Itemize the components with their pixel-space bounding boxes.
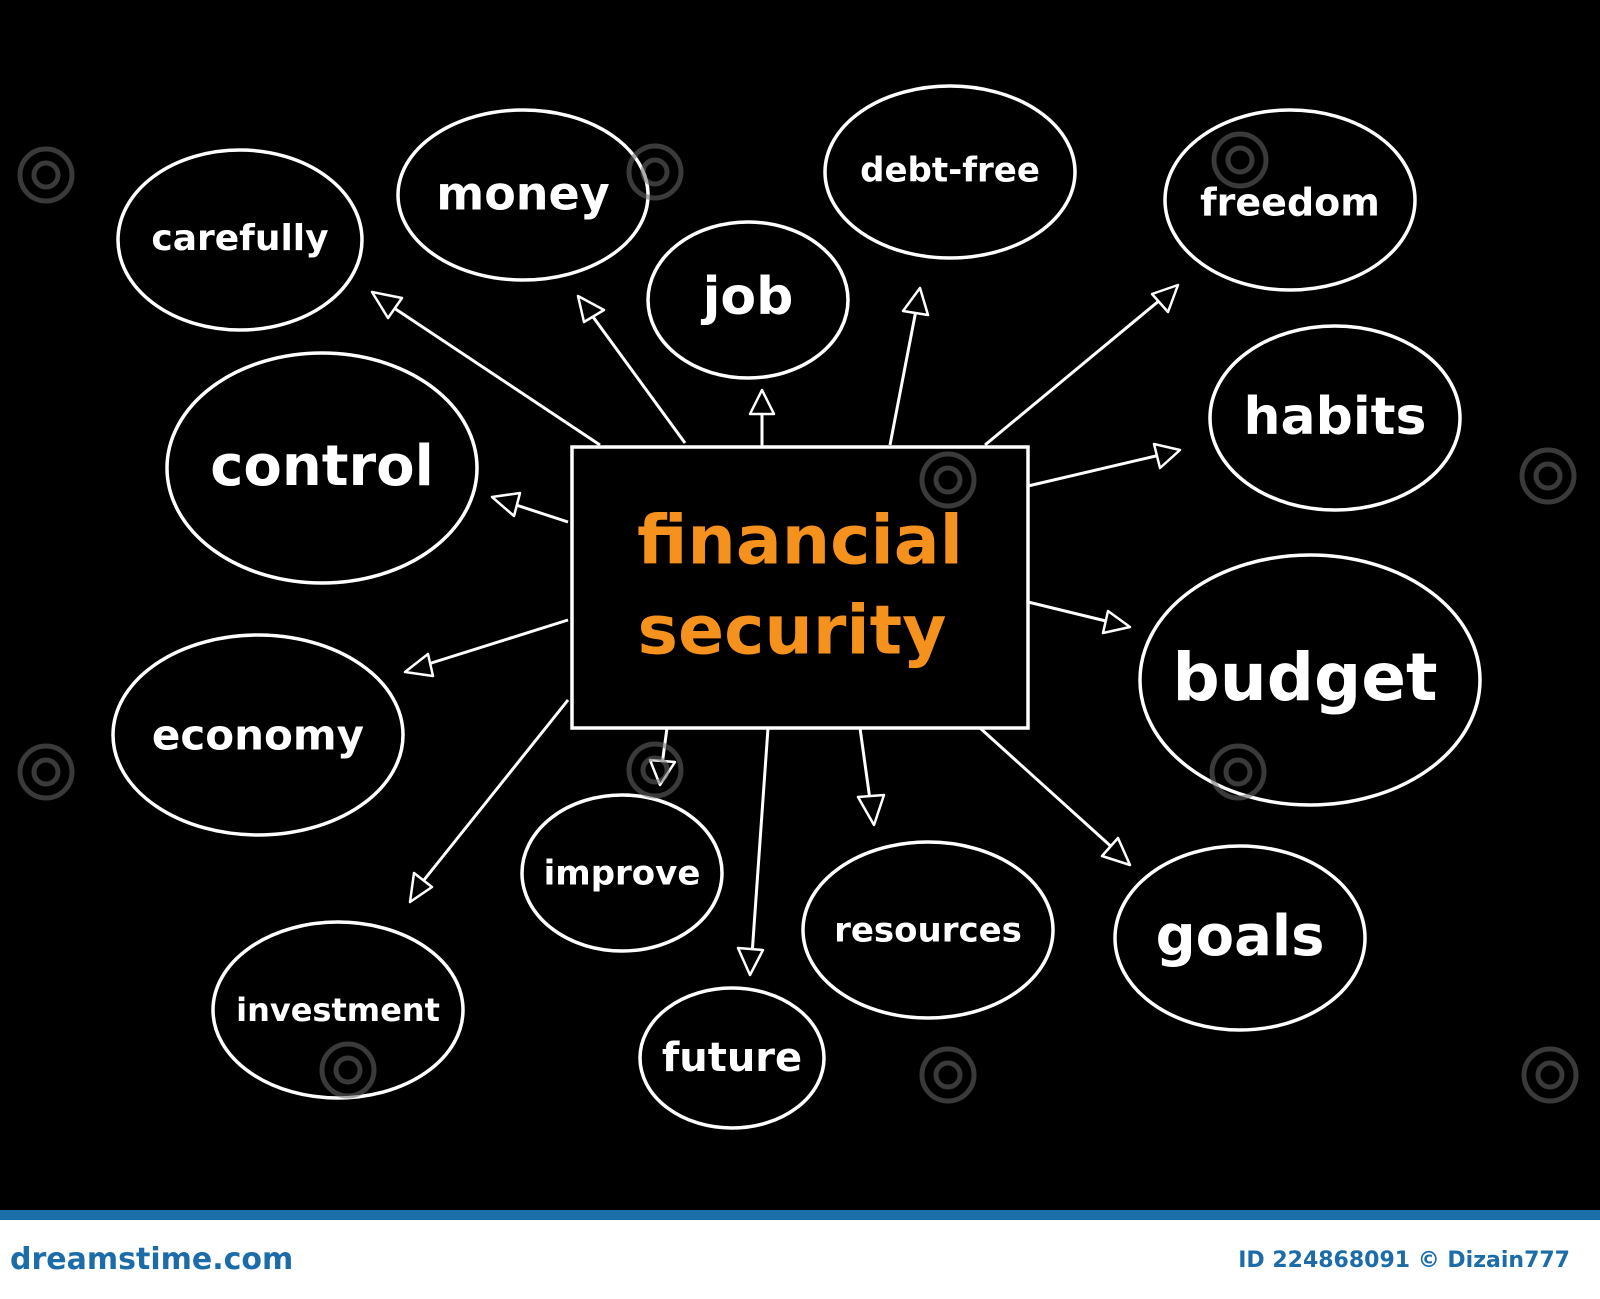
node-job-label: job <box>701 267 794 327</box>
connector-control <box>490 491 569 524</box>
node-habits-ellipse <box>1208 324 1462 512</box>
node-freedom-label: freedom <box>1200 181 1380 225</box>
mind-map-diagram: financial security carefully money job d… <box>17 84 1579 1130</box>
center-title-line2: security <box>638 592 947 671</box>
connector-resources <box>856 727 886 827</box>
node-future-ellipse <box>638 986 826 1130</box>
node-budget: budget <box>1138 553 1482 807</box>
center-title-line1: financial <box>637 502 963 581</box>
connector-future <box>736 727 770 977</box>
watermark-swirl-icon <box>17 131 1579 1104</box>
node-economy-ellipse <box>111 633 405 837</box>
connector-debt-free <box>888 286 930 446</box>
center-box <box>570 445 1030 730</box>
node-improve-ellipse <box>520 793 724 953</box>
node-job-ellipse <box>646 220 850 380</box>
node-goals-ellipse <box>1113 844 1367 1032</box>
connector-job <box>748 388 776 447</box>
connector-economy <box>403 618 569 678</box>
node-job: job <box>646 220 850 380</box>
node-future-label: future <box>662 1035 802 1081</box>
center-node: financial security <box>570 445 1030 730</box>
node-investment: investment <box>211 920 465 1100</box>
node-habits-label: habits <box>1244 387 1427 447</box>
node-resources: resources <box>801 840 1055 1020</box>
node-future: future <box>638 986 826 1130</box>
connector-money <box>576 294 687 444</box>
node-carefully-ellipse <box>116 148 364 332</box>
node-carefully-label: carefully <box>151 218 328 259</box>
node-debt-free-label: debt-free <box>860 151 1040 191</box>
node-investment-ellipse <box>211 920 465 1100</box>
node-control: control <box>165 351 479 585</box>
node-investment-label: investment <box>236 991 440 1029</box>
node-goals: goals <box>1113 844 1367 1032</box>
node-budget-label: budget <box>1172 639 1437 716</box>
connector-investment <box>408 699 570 904</box>
node-improve: improve <box>520 793 724 953</box>
node-money: money <box>396 108 650 282</box>
node-resources-label: resources <box>834 911 1022 951</box>
node-goals-label: goals <box>1156 904 1325 969</box>
connector-carefully <box>370 290 601 447</box>
node-control-ellipse <box>165 351 479 585</box>
node-freedom: freedom <box>1163 108 1417 292</box>
node-debt-free-ellipse <box>823 84 1077 260</box>
footer-logo: dreamstime.com <box>10 1242 294 1277</box>
node-economy-label: economy <box>152 711 364 760</box>
connector-goals <box>978 726 1132 867</box>
node-money-label: money <box>436 167 609 221</box>
footer-image-id: ID 224868091 © Dizain777 <box>1238 1248 1570 1273</box>
connector-budget <box>1027 600 1132 635</box>
node-economy: economy <box>111 633 405 837</box>
connector-freedom <box>984 283 1180 447</box>
node-resources-ellipse <box>801 840 1055 1020</box>
footer-bar: dreamstime.com ID 224868091 © Dizain777 <box>0 1210 1600 1299</box>
node-control-label: control <box>210 434 434 499</box>
node-debt-free: debt-free <box>823 84 1077 260</box>
node-budget-ellipse <box>1138 553 1482 807</box>
connector-habits <box>1027 442 1182 488</box>
node-improve-label: improve <box>544 854 701 894</box>
node-habits: habits <box>1208 324 1462 512</box>
node-carefully: carefully <box>116 148 364 332</box>
